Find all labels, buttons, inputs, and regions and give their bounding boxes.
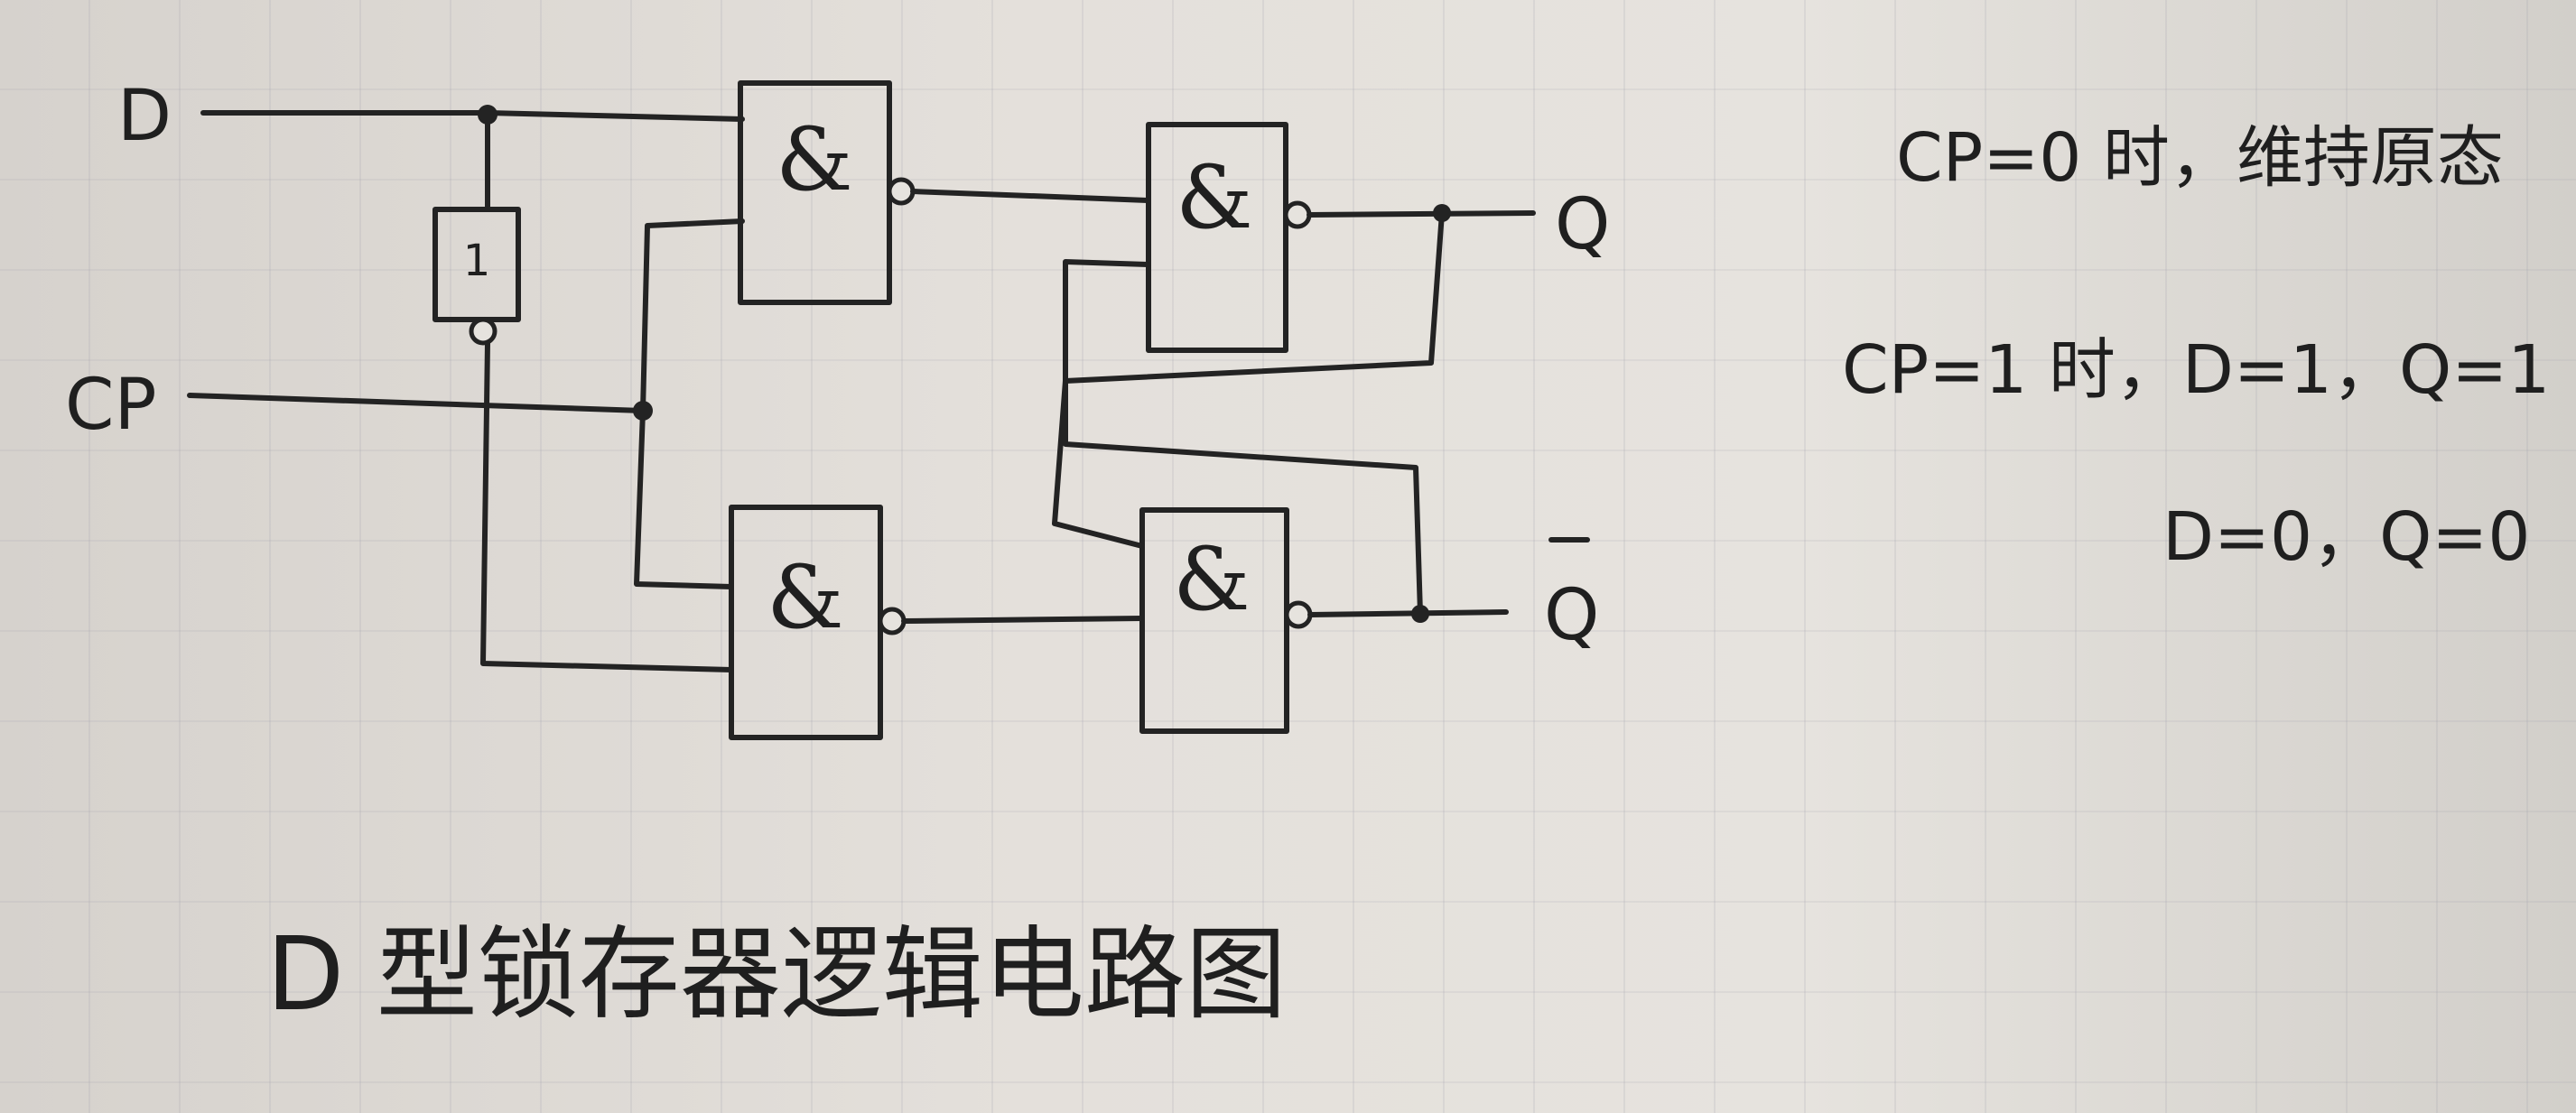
wire-cp-to-gate2 xyxy=(634,408,734,589)
junction-d xyxy=(478,105,498,125)
wire-q-output xyxy=(1307,210,1536,218)
nand-gate-2-symbol: & xyxy=(767,547,843,648)
nand-gate-1-symbol: & xyxy=(776,109,852,210)
note-line-2: CP=1 时，D=1，Q=1 xyxy=(1842,331,2550,409)
nand-gate-3-bubble xyxy=(1283,200,1312,229)
note-line-3: D=0，Q=0 xyxy=(2162,498,2530,576)
not-gate-bubble xyxy=(469,317,498,346)
wire-q-bar-feedback xyxy=(1063,259,1423,617)
wire-gate1-to-gate3 xyxy=(910,189,1151,203)
wire-d-to-gate1 xyxy=(485,110,745,122)
wire-cp-to-gate1 xyxy=(640,218,745,413)
label-d: D xyxy=(117,76,172,157)
diagram-title: D 型锁存器逻辑电路图 xyxy=(266,916,1287,1034)
nand-gate-1-bubble xyxy=(887,177,916,206)
wire-cp-input xyxy=(187,393,646,413)
junction-q xyxy=(1433,204,1451,222)
label-q-bar: Q xyxy=(1544,575,1599,656)
nand-gate-2-bubble xyxy=(878,607,907,635)
label-q: Q xyxy=(1555,184,1610,265)
nand-gate-4-bubble xyxy=(1284,600,1313,629)
note-line-1: CP=0 时，维持原态 xyxy=(1896,119,2504,197)
wire-q-bar-output xyxy=(1307,609,1509,617)
not-gate-symbol: 1 xyxy=(463,236,491,286)
label-cp: CP xyxy=(65,365,157,446)
wire-gate2-to-gate4 xyxy=(901,616,1145,624)
nand-gate-3-symbol: & xyxy=(1176,147,1252,248)
junction-q-bar xyxy=(1411,605,1429,623)
junction-cp xyxy=(633,401,653,421)
nand-gate-3 xyxy=(1146,122,1288,353)
nand-gate-4-symbol: & xyxy=(1173,529,1250,630)
wire-inverter-to-gate2 xyxy=(480,340,734,672)
